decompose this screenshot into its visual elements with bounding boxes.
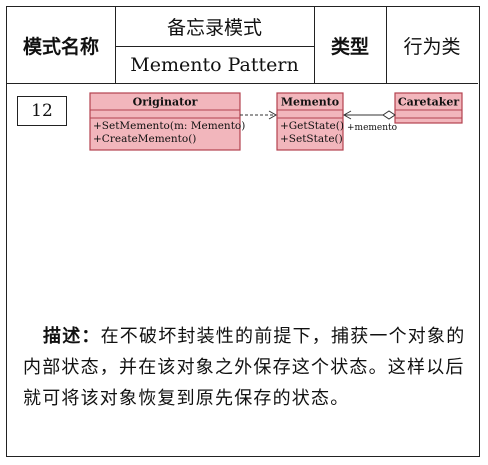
pattern-number: 12 [17,96,67,126]
originator-class-box [89,92,241,151]
header-divider-3 [386,7,387,83]
association-label: +memento [347,123,397,133]
memento-class-name: Memento [281,96,339,109]
memento-method: +GetState() [280,120,344,132]
caretaker-class-name: Caretaker [398,96,460,109]
header-bottom-border [7,83,478,84]
type-value: 行为类 [403,35,461,58]
pattern-name-label: 模式名称 [22,35,99,58]
memento-method: +SetState() [280,133,343,145]
header-divider-1 [115,7,116,83]
description-label: 描述： [43,326,101,347]
header-divider-2 [314,7,315,83]
uml-class-diagram: Originator +SetMemento(m: Memento)+Create… [89,92,463,151]
type-label: 类型 [330,35,369,58]
originator-method: +SetMemento(m: Memento) [93,120,245,132]
header-middle-divider [115,46,314,47]
description-text: 在不破坏封装性的前提下，捕获一个对象的内部状态，并在该对象之外保存这个状态。这样… [23,326,466,409]
originator-class-name: Originator [133,96,198,109]
description: 描述：在不破坏封装性的前提下，捕获一个对象的内部状态，并在该对象之外保存这个状态… [23,321,471,414]
pattern-card: 模式名称 备忘录模式 Memento Pattern 类型 行为类 12 Ori… [6,6,480,457]
originator-method: +CreateMemento() [93,133,196,145]
dependency-arrowhead [268,110,278,120]
memento-class-box [276,92,344,151]
aggregation-diamond [382,110,396,120]
pattern-name-chinese: 备忘录模式 [166,17,262,39]
pattern-name-english: Memento Pattern [130,53,299,76]
aggregation-arrowhead [342,110,352,120]
